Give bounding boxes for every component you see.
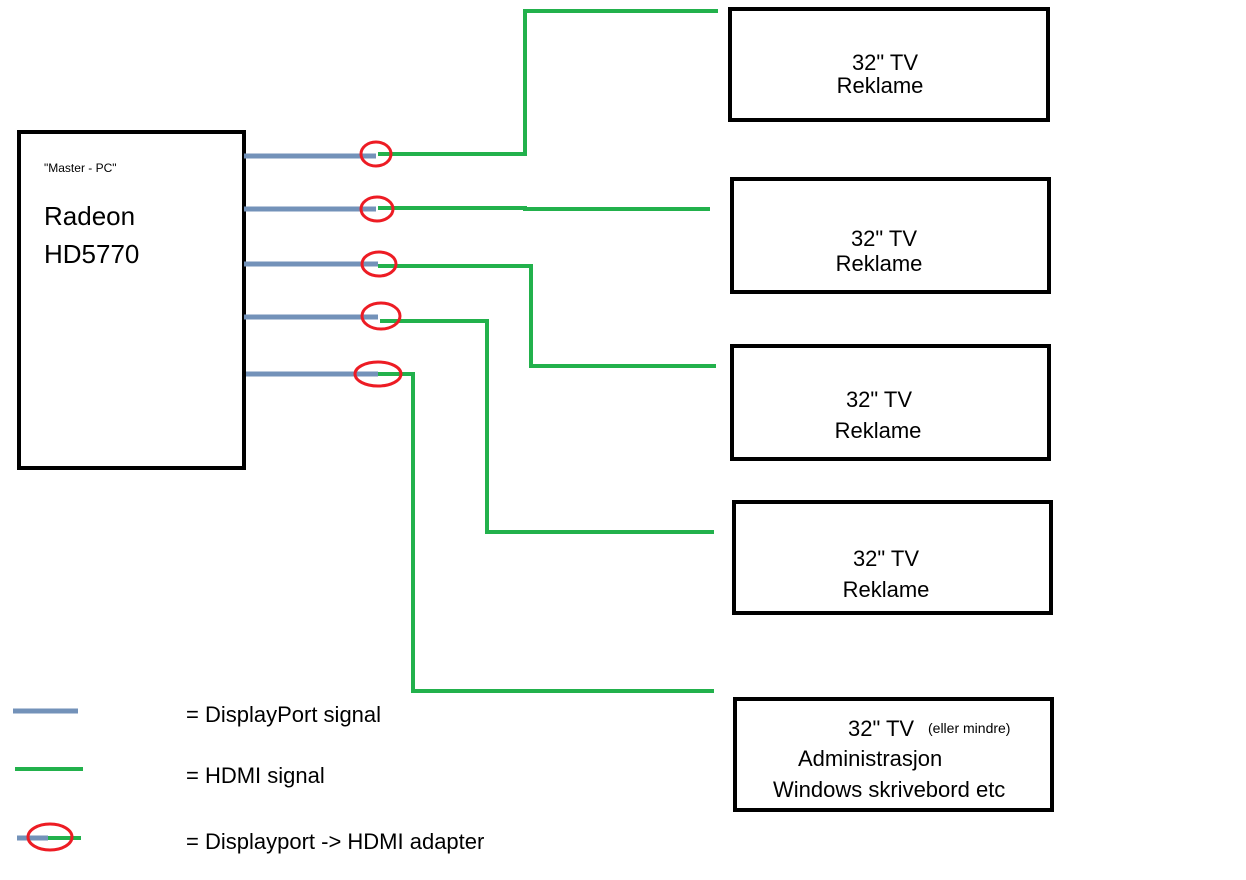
admin-screen-line1: 32" TV [848,716,914,741]
screen-box-1 [728,7,1050,122]
legend-adapter-ring [26,822,74,852]
adapters [353,140,403,388]
screen-box-4 [732,500,1053,615]
master-pc-box [17,130,246,470]
legend-hdmi-label: = HDMI signal [186,763,325,788]
adapter-3 [360,250,398,278]
adapter-5 [353,360,403,388]
screen-1-line1: 32" TV [852,50,918,75]
hdmi-cables [378,9,718,693]
legend-adapter-label: = Displayport -> HDMI adapter [186,829,484,854]
screen-2-line2: Reklame [836,251,923,276]
admin-screen-box [733,697,1054,812]
hdmi-cable-5 [378,372,714,693]
screen-2-line1: 32" TV [851,226,917,251]
admin-screen-line2: Administrasjon [798,746,942,771]
adapter-2 [359,195,395,223]
legend-displayport-label: = DisplayPort signal [186,702,381,727]
screen-box-2 [730,177,1051,294]
screen-4-line2: Reklame [843,577,930,602]
admin-screen-node: 32" TV (eller mindre) Administrasjon Win… [733,697,1054,812]
displayport-cables [244,153,378,377]
screen-1-line2: Reklame [837,73,924,98]
screen-node-1: 32" TV Reklame [728,7,1050,122]
gpu-name-line2: HD5770 [44,239,139,269]
screen-4-line1: 32" TV [853,546,919,571]
adapter-1 [359,140,393,168]
hdmi-cable-1 [378,9,718,156]
hdmi-cable-3 [378,264,716,368]
screen-3-line2: Reklame [835,418,922,443]
master-pc-caption: "Master - PC" [44,161,117,175]
screen-box-3 [730,344,1051,461]
admin-screen-line3: Windows skrivebord etc [773,777,1005,802]
adapter-4 [360,301,402,331]
hdmi-cable-4 [380,319,714,534]
gpu-name-line1: Radeon [44,201,135,231]
admin-screen-note: (eller mindre) [928,720,1010,736]
hdmi-cable-2 [378,206,710,211]
screen-node-2: 32" TV Reklame [730,177,1051,294]
legend: = DisplayPort signal = HDMI signal = Dis… [13,702,484,854]
screen-3-line1: 32" TV [846,387,912,412]
legend-adapter-swatch [17,822,81,852]
screen-node-4: 32" TV Reklame [732,500,1053,615]
master-pc-node: "Master - PC" Radeon HD5770 [17,130,246,470]
screen-node-3: 32" TV Reklame [730,344,1051,461]
